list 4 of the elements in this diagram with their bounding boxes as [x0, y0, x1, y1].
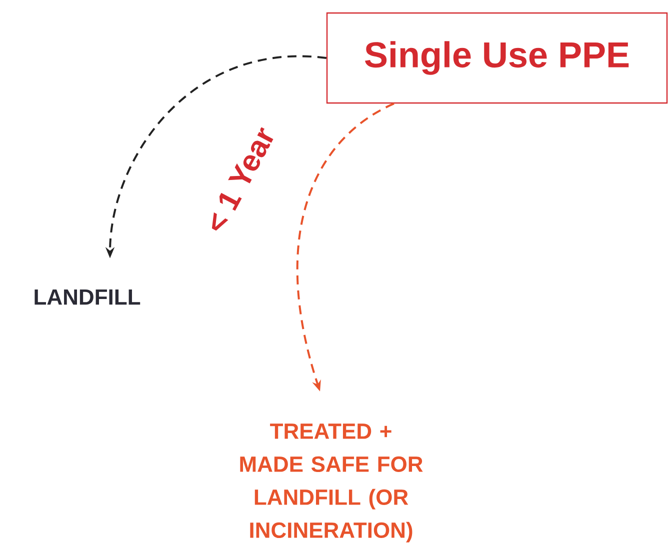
duration-label: < 1 Year — [212, 127, 274, 231]
node-label: TREATED + MADE SAFE FOR LANDFILL (OR INCINERATION) — [240, 424, 423, 542]
node-label: LANDFILL — [34, 289, 140, 305]
title-box: Single Use PPE — [326, 12, 668, 104]
